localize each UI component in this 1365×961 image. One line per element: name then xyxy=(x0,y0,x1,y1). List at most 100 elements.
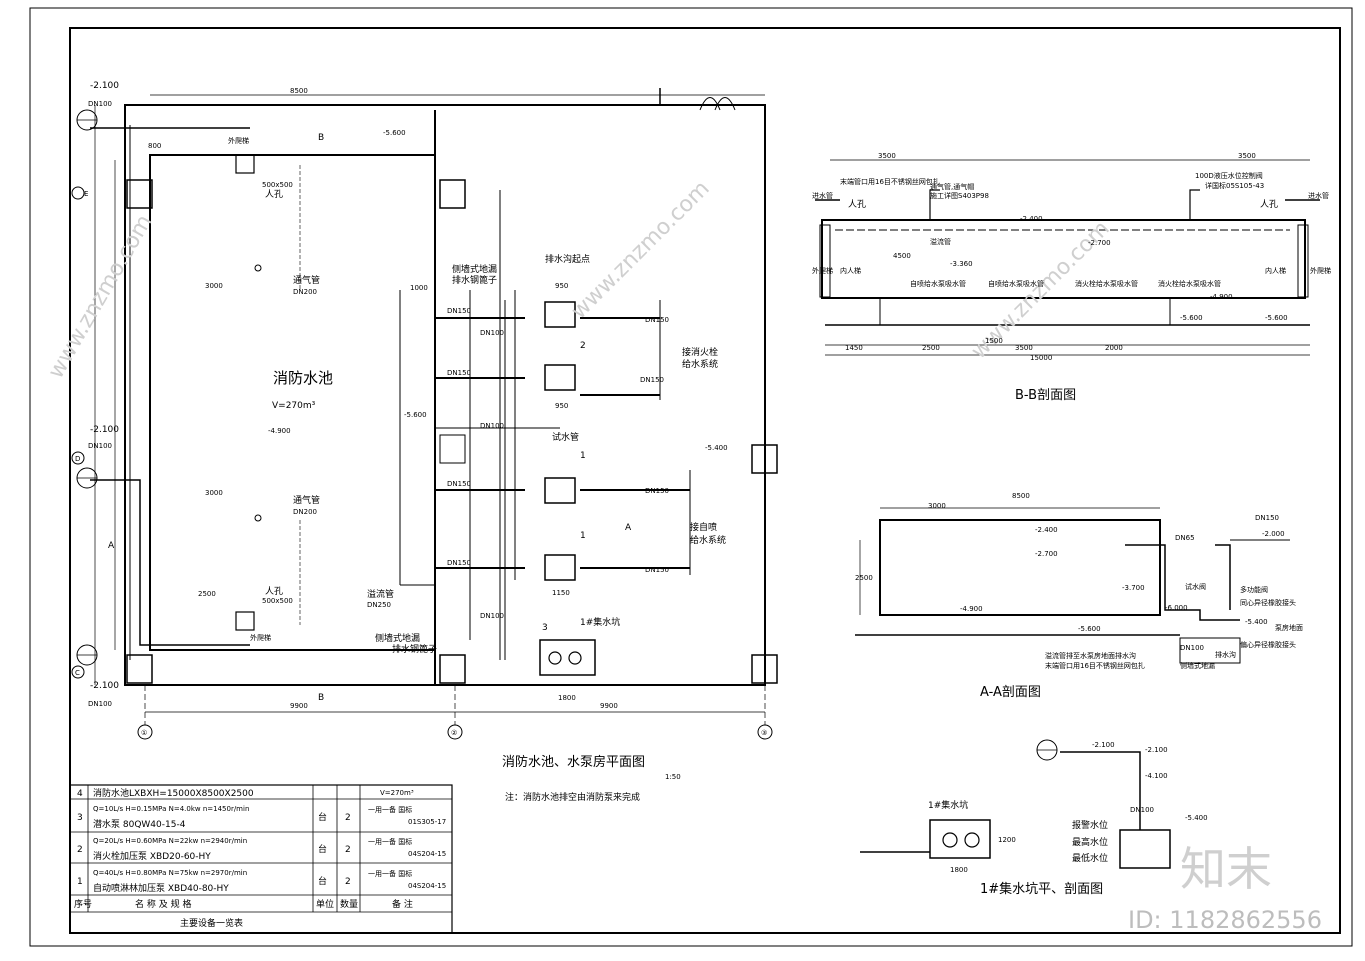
sump-pipe: DN100 xyxy=(1130,806,1154,814)
pipe-dn: DN150 xyxy=(447,369,471,377)
vent-dn: DN200 xyxy=(293,288,317,296)
bb-level: -5.600 xyxy=(1265,314,1288,322)
bb-ladder: 内人梯 xyxy=(1265,266,1286,275)
aa-drain: 排水沟 xyxy=(1215,650,1236,659)
hydrant-system-label-2: 给水系统 xyxy=(682,358,718,370)
pipe-dn: DN150 xyxy=(645,487,669,495)
aa-note: 溢流管排至水泵房地面排水沟 xyxy=(1045,651,1136,660)
pipe-dn: DN150 xyxy=(645,316,669,324)
sump-high: 最高水位 xyxy=(1072,836,1108,848)
bb-ladder: 外爬梯 xyxy=(1310,266,1331,275)
table-row-no: 4 xyxy=(77,789,83,799)
dim-top: 8500 xyxy=(290,87,308,95)
hydrant-system-label: 接消火栓 xyxy=(682,346,718,358)
aa-level: -2.000 xyxy=(1262,530,1285,538)
bb-dim: 2500 xyxy=(922,344,940,352)
aa-pump-base: 泵房地面 xyxy=(1275,623,1303,632)
aa-reducer: 同心异径橡胶接头 xyxy=(1240,598,1296,607)
bb-note: 施工详图S403P98 xyxy=(930,191,989,200)
room-level-2: -5.400 xyxy=(705,444,728,452)
axis-label: ③ xyxy=(761,729,767,737)
overflow-dn: DN250 xyxy=(367,601,391,609)
dn-left: DN100 xyxy=(88,442,112,450)
bb-dim: 2000 xyxy=(1105,344,1123,352)
table-row-qty: 2 xyxy=(345,813,351,823)
axis-label: ② xyxy=(451,729,457,737)
level-left: -2.100 xyxy=(90,81,119,91)
bb-suction: 自喷给水泵吸水管 xyxy=(910,279,966,288)
plan-view xyxy=(71,88,778,740)
bb-dim: 4500 xyxy=(893,252,911,260)
table-header: 备 注 xyxy=(392,898,413,910)
bb-inlet: 进水管 xyxy=(812,191,833,200)
grid-letter: E xyxy=(84,190,88,198)
aa-dim: 8500 xyxy=(1012,492,1030,500)
pool-label: 消防水池 xyxy=(273,369,333,387)
inner-frame xyxy=(69,27,1341,934)
table-row-unit: 台 xyxy=(318,811,327,823)
vent-label: 通气管 xyxy=(293,494,320,506)
table-row-spec: Q=20L/s H=0.60MPa N=22kw n=2940r/min xyxy=(93,837,247,845)
dim-800: 800 xyxy=(148,142,161,150)
pipe-dn: DN150 xyxy=(447,307,471,315)
side-drain-label: 侧墙式地漏 xyxy=(375,632,420,644)
aa-level: -2.700 xyxy=(1035,550,1058,558)
table-row-remark: V=270m³ xyxy=(380,789,414,797)
table-row-remark: 01S305-17 xyxy=(408,818,446,826)
room-level: -5.600 xyxy=(404,411,427,419)
pump-number: 2 xyxy=(580,341,586,351)
pipe-dn: DN100 xyxy=(480,612,504,620)
aa-level: -5.400 xyxy=(1245,618,1268,626)
pipe-dn: DN100 xyxy=(480,329,504,337)
pump-number: 1 xyxy=(580,531,586,541)
bb-suction: 消火栓给水泵吸水管 xyxy=(1158,279,1221,288)
pipe-dn: DN150 xyxy=(645,566,669,574)
sump-level: -2.100 xyxy=(1145,746,1168,754)
table-row-qty: 2 xyxy=(345,845,351,855)
test-pipe-label: 试水管 xyxy=(552,431,579,443)
dim-9900: 9900 xyxy=(290,702,308,710)
dn-left: DN100 xyxy=(88,700,112,708)
section-bb-title: B-B剖面图 xyxy=(1015,388,1076,403)
aa-dn: DN150 xyxy=(1255,514,1279,522)
table-header: 单位 xyxy=(316,898,334,910)
grid-letter: C xyxy=(75,669,80,677)
sump-level: -2.100 xyxy=(1092,741,1115,749)
dim-3000: 3000 xyxy=(205,489,223,497)
table-header: 数量 xyxy=(340,898,358,910)
bb-note: 100D液压水位控制阀 xyxy=(1195,171,1263,180)
vent-dn: DN200 xyxy=(293,508,317,516)
table-row-name: 消防水池LXBXH=15000X8500X2500 xyxy=(93,787,254,799)
aa-dim: 2500 xyxy=(855,574,873,582)
watermark-url: www.znzmo.com xyxy=(567,176,715,324)
bb-dim: 3500 xyxy=(1015,344,1033,352)
table-row-spec: Q=10L/s H=0.15MPa N=4.0kw n=1450r/min xyxy=(93,805,249,813)
manhole-size: 500x500 xyxy=(262,181,293,189)
plan-scale: 1:50 xyxy=(665,773,681,781)
room-level: -5.600 xyxy=(383,129,406,137)
grid-letter: D xyxy=(75,455,80,463)
aa-level: -2.400 xyxy=(1035,526,1058,534)
sump-title: 1#集水坑平、剖面图 xyxy=(980,881,1103,897)
overflow-label: 溢流管 xyxy=(367,588,394,600)
section-mark-b: B xyxy=(318,133,324,143)
bb-dim: 3500 xyxy=(1238,152,1256,160)
bb-overflow: 溢流管 xyxy=(930,237,951,246)
bb-manhole: 人孔 xyxy=(848,199,866,210)
aa-level: -4.900 xyxy=(960,605,983,613)
equipment-table-grid xyxy=(69,784,453,934)
bb-dim: 1500 xyxy=(985,337,1003,345)
watermark-url: www.znzmo.com xyxy=(44,211,158,383)
table-row-name: 自动喷淋林加压泵 XBD40-80-HY xyxy=(93,882,229,894)
table-row-unit: 台 xyxy=(318,843,327,855)
bb-inlet: 进水管 xyxy=(1308,191,1329,200)
bb-manhole: 人孔 xyxy=(1260,199,1278,210)
dim-1800: 1800 xyxy=(558,694,576,702)
side-drain-label: 侧墙式地漏 xyxy=(452,263,497,275)
bb-level: -2.400 xyxy=(1020,215,1043,223)
dim-950: 950 xyxy=(555,402,568,410)
bb-dim: 1450 xyxy=(845,344,863,352)
table-header: 序号 xyxy=(74,898,92,910)
aa-level: -6.000 xyxy=(1165,604,1188,612)
